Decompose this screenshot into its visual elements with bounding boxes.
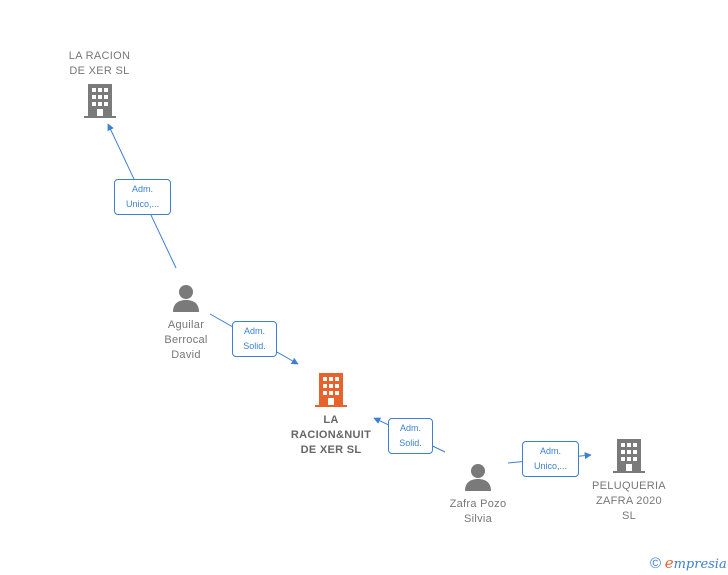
empresia-watermark: © empresia: [650, 554, 727, 572]
company-peluqueria-name: PELUQUERIA ZAFRA 2020 SL: [592, 480, 666, 522]
person-zafra-name: Zafra Pozo Silvia: [449, 498, 507, 525]
edge-label-zafra-peluqueria[interactable]: Adm. Unico,...: [522, 441, 579, 477]
node-person-zafra[interactable]: Zafra Pozo Silvia: [438, 462, 518, 527]
building-icon: [613, 439, 645, 473]
copyright-symbol: ©: [650, 555, 662, 572]
node-company-peluqueria[interactable]: PELUQUERIA ZAFRA 2020 SL: [584, 438, 674, 524]
building-icon: [315, 373, 347, 407]
brand-initial: e: [664, 554, 674, 572]
person-icon: [465, 464, 491, 491]
edge-label-aguilar-main[interactable]: Adm. Solid.: [232, 321, 277, 357]
person-icon: [173, 285, 199, 312]
node-company-la-racion[interactable]: LA RACION DE XER SL: [52, 49, 147, 124]
edge-label-aguilar-top[interactable]: Adm. Unico,...: [114, 179, 171, 215]
brand-name: mpresia: [673, 557, 727, 572]
company-la-racion-nuit-name: LA RACION&NUIT DE XER SL: [290, 414, 372, 456]
building-icon: [83, 84, 116, 118]
company-la-racion-name: LA RACION DE XER SL: [68, 50, 131, 77]
node-person-aguilar[interactable]: Aguilar Berrocal David: [150, 283, 222, 363]
edge-label-zafra-main[interactable]: Adm. Solid.: [388, 418, 433, 454]
person-aguilar-name: Aguilar Berrocal David: [164, 319, 208, 361]
node-company-la-racion-nuit[interactable]: LA RACION&NUIT DE XER SL: [281, 372, 381, 458]
